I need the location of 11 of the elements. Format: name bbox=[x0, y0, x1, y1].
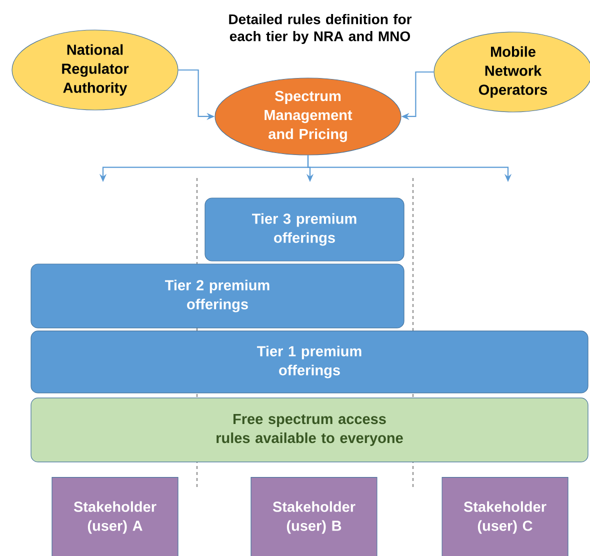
base-bar: Free spectrum access rules available to everyone bbox=[30, 398, 588, 462]
stakeholder-box: Stakeholder (user) A bbox=[52, 476, 178, 556]
stakeholder-box: Stakeholder (user) B bbox=[250, 476, 378, 556]
oval: Mobile Network Operators bbox=[434, 32, 590, 112]
tier-bar: Tier 1 premium offerings bbox=[30, 330, 588, 394]
tier-bar: Tier 3 premium offerings bbox=[204, 198, 404, 262]
heading: Detailed rules definition for each tier by NRA and MNO bbox=[229, 14, 412, 44]
stakeholder-box: Stakeholder (user) C bbox=[442, 476, 568, 556]
tier-bar: Tier 2 premium offerings bbox=[30, 264, 404, 328]
oval: Spectrum Management and Pricing bbox=[214, 78, 402, 156]
oval: National Regulator Authority bbox=[12, 30, 178, 110]
